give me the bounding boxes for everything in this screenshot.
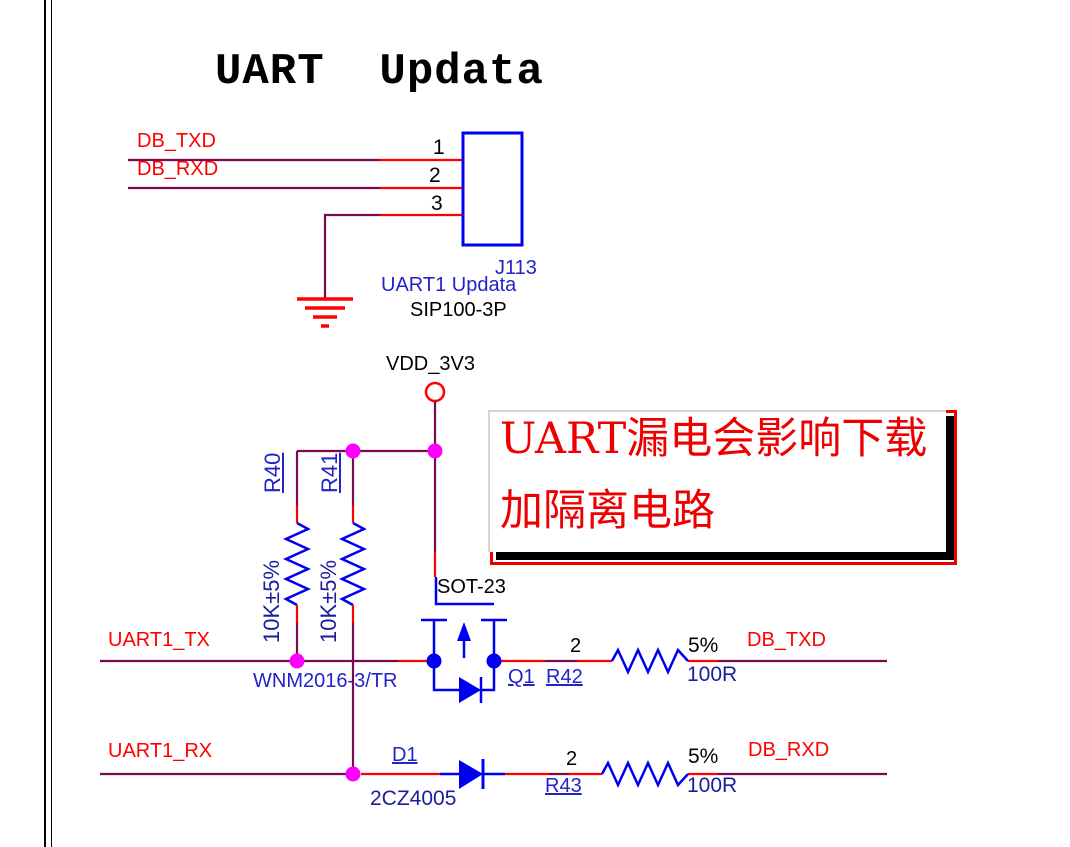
pin-number-3: 3 bbox=[431, 192, 443, 215]
refdes-r42[interactable]: R42 bbox=[546, 666, 583, 688]
pin-number-1: 1 bbox=[433, 136, 445, 159]
net-label-uart1-rx[interactable]: UART1_RX bbox=[108, 740, 213, 762]
net-label-db-txd-right[interactable]: DB_TXD bbox=[747, 629, 826, 651]
refdes-q1[interactable]: Q1 bbox=[508, 666, 535, 688]
junction-q1-right bbox=[486, 653, 502, 669]
junction-rx-r41 bbox=[345, 766, 361, 782]
resistor-r40[interactable] bbox=[282, 451, 312, 661]
r40-zigzag bbox=[282, 521, 312, 607]
resistor-r42-zigzag[interactable] bbox=[610, 646, 689, 676]
package-sot-23[interactable]: SOT-23 bbox=[437, 576, 506, 598]
pin-number-2: 2 bbox=[429, 164, 441, 187]
q1-body-diode bbox=[459, 677, 481, 703]
ground-symbol[interactable] bbox=[297, 297, 353, 328]
tolerance-r43[interactable]: 5% bbox=[688, 745, 719, 768]
net-label-db-txd-top[interactable]: DB_TXD bbox=[137, 130, 216, 152]
refdes-r41[interactable]: R41 bbox=[317, 452, 342, 493]
value-r42[interactable]: 100R bbox=[687, 663, 738, 686]
diode-d1-symbol[interactable] bbox=[440, 759, 505, 789]
net-label-db-rxd-top[interactable]: DB_RXD bbox=[137, 158, 219, 180]
resistor-r43-zigzag[interactable] bbox=[600, 759, 689, 789]
note-text-line1: UART漏电会影响下载 bbox=[500, 414, 928, 464]
net-label-db-rxd-right[interactable]: DB_RXD bbox=[748, 739, 830, 761]
refdes-r43[interactable]: R43 bbox=[545, 775, 582, 797]
mosfet-q1-symbol[interactable] bbox=[421, 577, 507, 703]
junction-q1-left bbox=[426, 653, 442, 669]
wire-gnd-pin3[interactable] bbox=[323, 213, 462, 298]
sheet-border bbox=[44, 0, 52, 847]
value-r40[interactable]: 10K±5% bbox=[259, 559, 284, 643]
part-2cz4005[interactable]: 2CZ4005 bbox=[370, 787, 457, 810]
resistor-r41[interactable] bbox=[338, 451, 368, 774]
pin-number-r42: 2 bbox=[570, 635, 582, 657]
wire-pullup-rail[interactable] bbox=[297, 449, 437, 577]
vdd-power-port[interactable] bbox=[424, 381, 446, 451]
tolerance-r42[interactable]: 5% bbox=[688, 634, 719, 657]
net-label-uart1-tx[interactable]: UART1_TX bbox=[108, 629, 210, 651]
junction-rail-vdd bbox=[427, 443, 443, 459]
note-box[interactable] bbox=[488, 410, 946, 552]
q1-arrow-head bbox=[457, 622, 471, 641]
r41-zigzag bbox=[338, 521, 368, 607]
junction-tx-r40 bbox=[289, 653, 305, 669]
part-wnm2016[interactable]: WNM2016-3/TR bbox=[253, 670, 398, 692]
value-r41[interactable]: 10K±5% bbox=[316, 559, 341, 643]
refdes-j113[interactable]: J113 bbox=[495, 257, 537, 279]
connector-footprint[interactable]: SIP100-3P bbox=[410, 299, 507, 321]
connector-name[interactable]: UART1 Updata bbox=[381, 274, 517, 296]
junction-rail-r41 bbox=[345, 443, 361, 459]
refdes-r40[interactable]: R40 bbox=[260, 452, 285, 493]
connector-j113-body[interactable] bbox=[461, 131, 524, 247]
refdes-d1[interactable]: D1 bbox=[392, 744, 418, 766]
value-r43[interactable]: 100R bbox=[687, 774, 738, 797]
q1-gate-wire bbox=[434, 577, 494, 606]
note-text-line2: 加隔离电路 bbox=[500, 486, 715, 536]
power-label-vdd-3v3[interactable]: VDD_3V3 bbox=[386, 353, 475, 375]
pin-number-r43: 2 bbox=[566, 748, 578, 770]
junction-dots bbox=[289, 443, 443, 782]
d1-triangle bbox=[459, 760, 483, 789]
page-title: UART Updata bbox=[215, 47, 544, 97]
